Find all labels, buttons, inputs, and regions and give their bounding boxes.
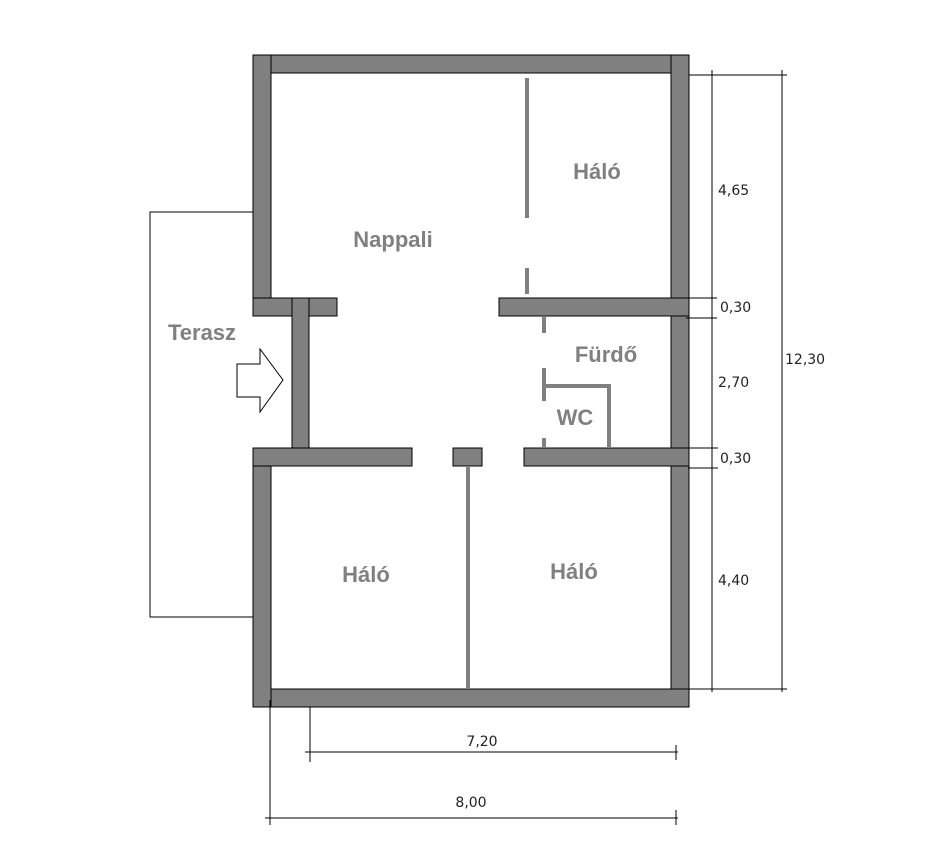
partition-furdo-2 [542,368,546,401]
room-label-furdo: Fürdő [574,342,638,367]
partition-nappali-halo-2 [525,268,529,294]
dim-bathroom: 2,70 [718,375,750,391]
partition-furdo-3 [542,438,546,448]
wall-mid-lower-right [523,447,690,467]
wall-mid-lower-center [452,447,483,467]
dimension-lines [265,70,787,825]
room-label-halo-bottom-left: Háló [342,562,390,587]
room-label-nappali: Nappali [353,227,433,252]
wall-left-upper [252,54,272,317]
room-label-terasz: Terasz [167,320,237,345]
wall-bottom [252,688,690,708]
partition-wc-top [546,384,611,388]
entrance-arrow-icon [236,347,284,414]
room-label-halo-top: Háló [573,159,621,184]
partition-nappali-halo-1 [525,78,529,218]
wall-right [670,54,690,708]
dim-wall-2: 0,30 [720,451,752,467]
terrace-outline [149,211,253,618]
dim-top-bedroom: 4,65 [718,183,750,199]
partition-wc-side [607,384,611,448]
room-label-halo-bottom-right: Háló [550,559,598,584]
dim-bottom-bedroom: 4,40 [718,573,750,589]
partitions [466,78,611,688]
wall-mid-lower-left [252,447,413,467]
partition-bedrooms [466,466,470,688]
dim-outer-width: 8,00 [455,795,487,811]
partition-furdo-1 [542,317,546,333]
wall-mid-upper-right [498,297,690,317]
dim-wall-1: 0,30 [720,300,752,316]
dim-inner-width: 7,20 [466,734,498,750]
walls [252,54,690,708]
dim-total-length: 12,30 [785,352,826,368]
wall-top [252,54,690,74]
room-label-wc: WC [556,405,594,430]
wall-vestibule [291,297,310,467]
wall-left-lower [252,447,272,708]
